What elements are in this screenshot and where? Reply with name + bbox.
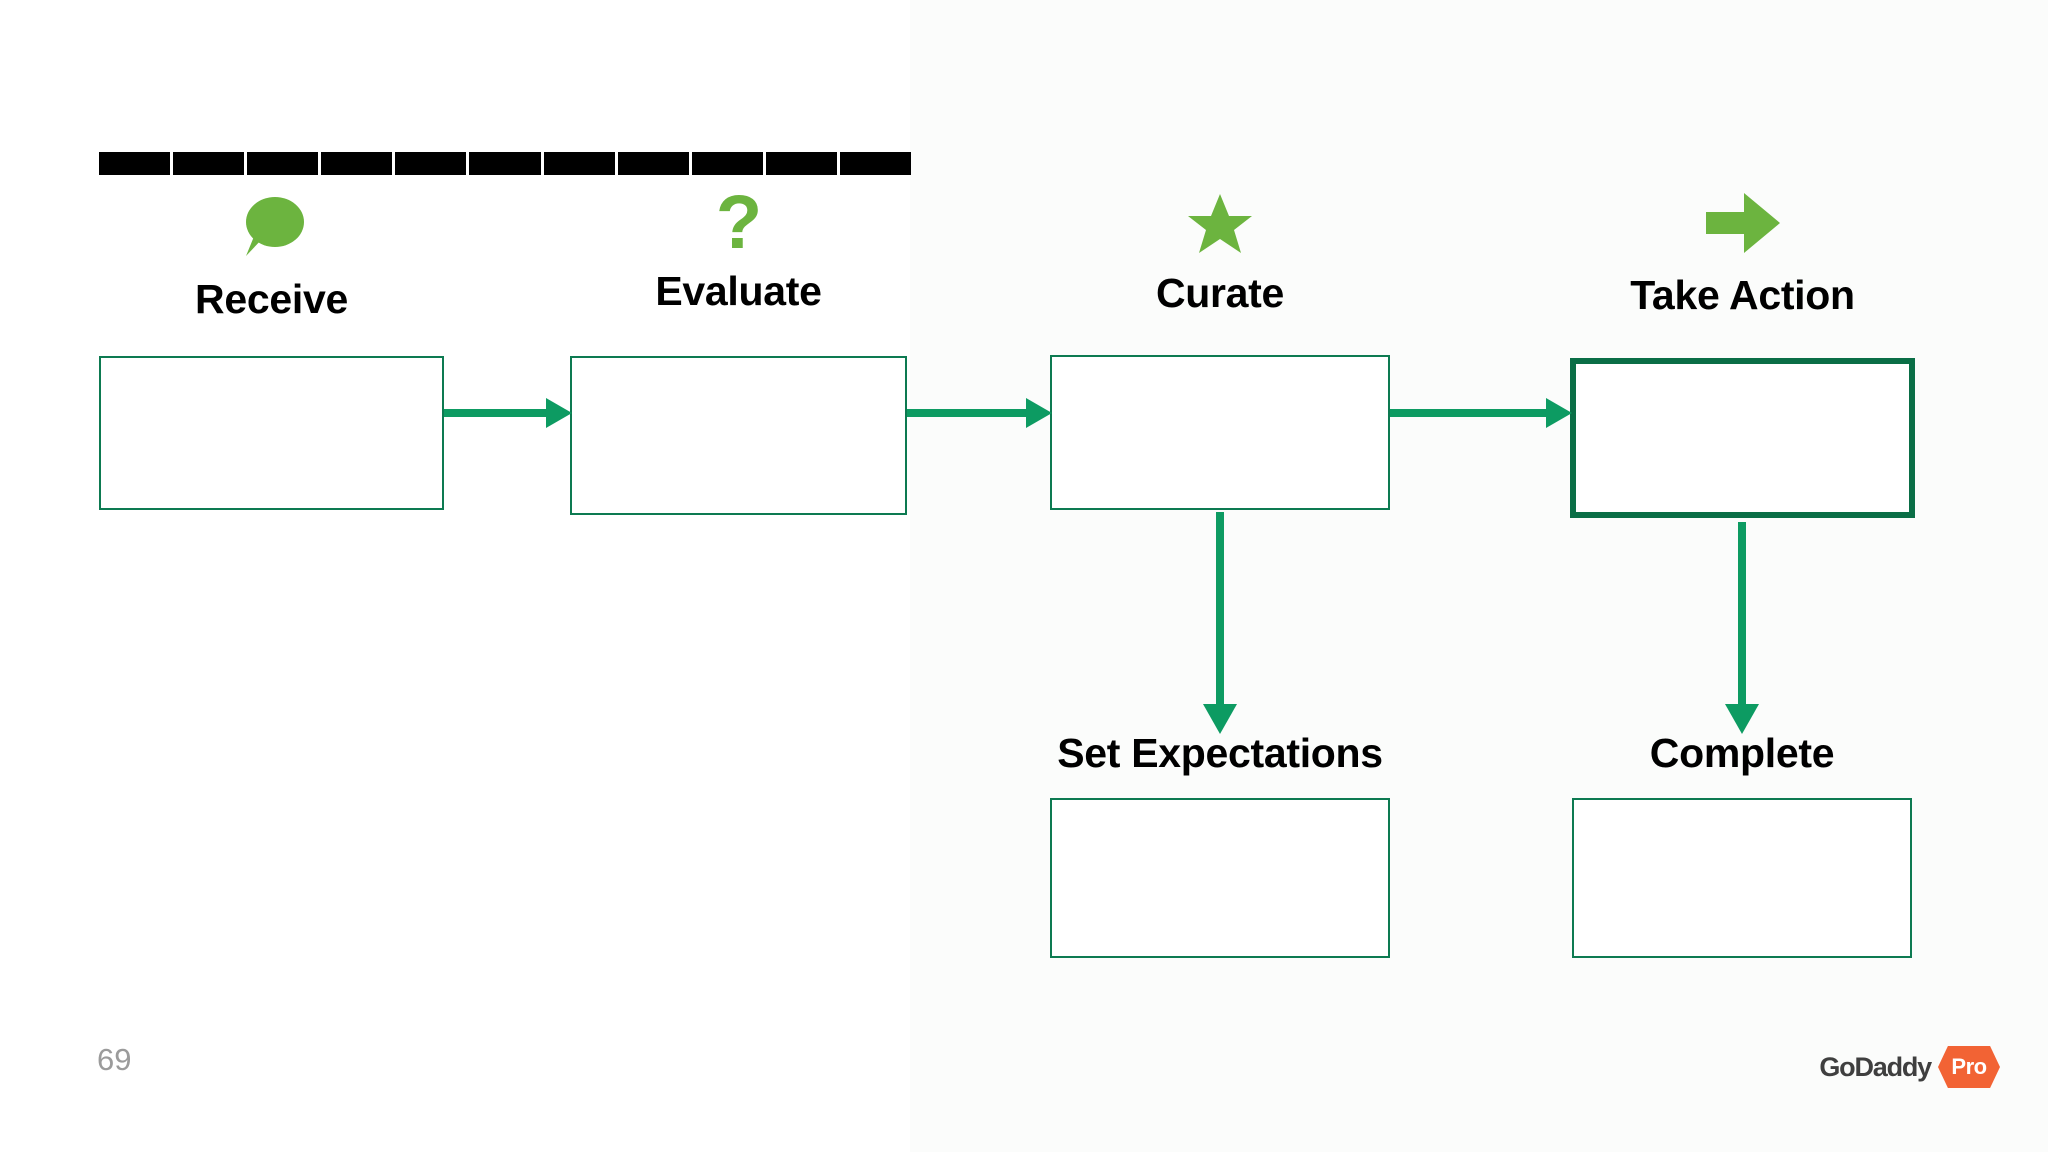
connector-receive-to-evaluate xyxy=(444,398,572,428)
connector-arrowhead xyxy=(1203,704,1237,734)
rule-segment xyxy=(99,152,174,175)
pro-badge: Pro xyxy=(1938,1046,2000,1088)
connector-arrowhead xyxy=(1546,398,1572,428)
page-number: 69 xyxy=(97,1042,132,1077)
connector-shaft xyxy=(907,409,1027,417)
stage-box-set-expectations[interactable] xyxy=(1050,798,1390,958)
rule-segment xyxy=(617,152,692,175)
star-icon xyxy=(1050,192,1390,272)
rule-segment xyxy=(321,152,396,175)
stage-label-complete: Complete xyxy=(1649,730,1835,776)
rule-segment xyxy=(839,152,912,175)
rule-segment xyxy=(691,152,766,175)
stage-label-take-action: Take Action xyxy=(1630,272,1855,318)
godaddy-pro-logo: GoDaddy Pro xyxy=(1819,1046,2000,1088)
right-arrow-icon xyxy=(1570,190,1915,270)
connector-evaluate-to-curate xyxy=(907,398,1052,428)
connector-arrowhead xyxy=(546,398,572,428)
svg-text:?: ? xyxy=(715,192,761,262)
connector-curate-to-set-expectations xyxy=(1203,512,1237,734)
rule-segment xyxy=(395,152,470,175)
stage-label-curate: Curate xyxy=(1155,270,1285,316)
logo-wordmark: GoDaddy xyxy=(1819,1051,1932,1082)
speech-bubble-icon xyxy=(99,196,444,276)
top-divider-rule xyxy=(99,152,912,175)
rule-segment xyxy=(173,152,248,175)
connector-take-action-to-complete xyxy=(1725,522,1759,734)
connector-shaft xyxy=(1216,512,1224,704)
rule-segment xyxy=(469,152,544,175)
stage-label-set-expectations: Set Expectations xyxy=(1057,730,1383,776)
background-tint xyxy=(910,0,2048,1152)
stage-box-evaluate[interactable] xyxy=(570,356,907,515)
connector-arrowhead xyxy=(1725,704,1759,734)
rule-segment xyxy=(543,152,618,175)
rule-segment xyxy=(247,152,322,175)
stage-box-curate[interactable] xyxy=(1050,355,1390,510)
question-mark-icon: ? xyxy=(570,180,907,272)
stage-box-receive[interactable] xyxy=(99,356,444,510)
connector-shaft xyxy=(444,409,548,417)
stage-label-evaluate: Evaluate xyxy=(655,268,822,314)
connector-curate-to-take-action xyxy=(1390,398,1572,428)
stage-box-take-action[interactable] xyxy=(1570,358,1915,518)
rule-segment xyxy=(765,152,840,175)
stage-box-complete[interactable] xyxy=(1572,798,1912,958)
stage-label-receive: Receive xyxy=(195,276,348,322)
connector-shaft xyxy=(1390,409,1548,417)
connector-shaft xyxy=(1738,522,1746,704)
connector-arrowhead xyxy=(1026,398,1052,428)
